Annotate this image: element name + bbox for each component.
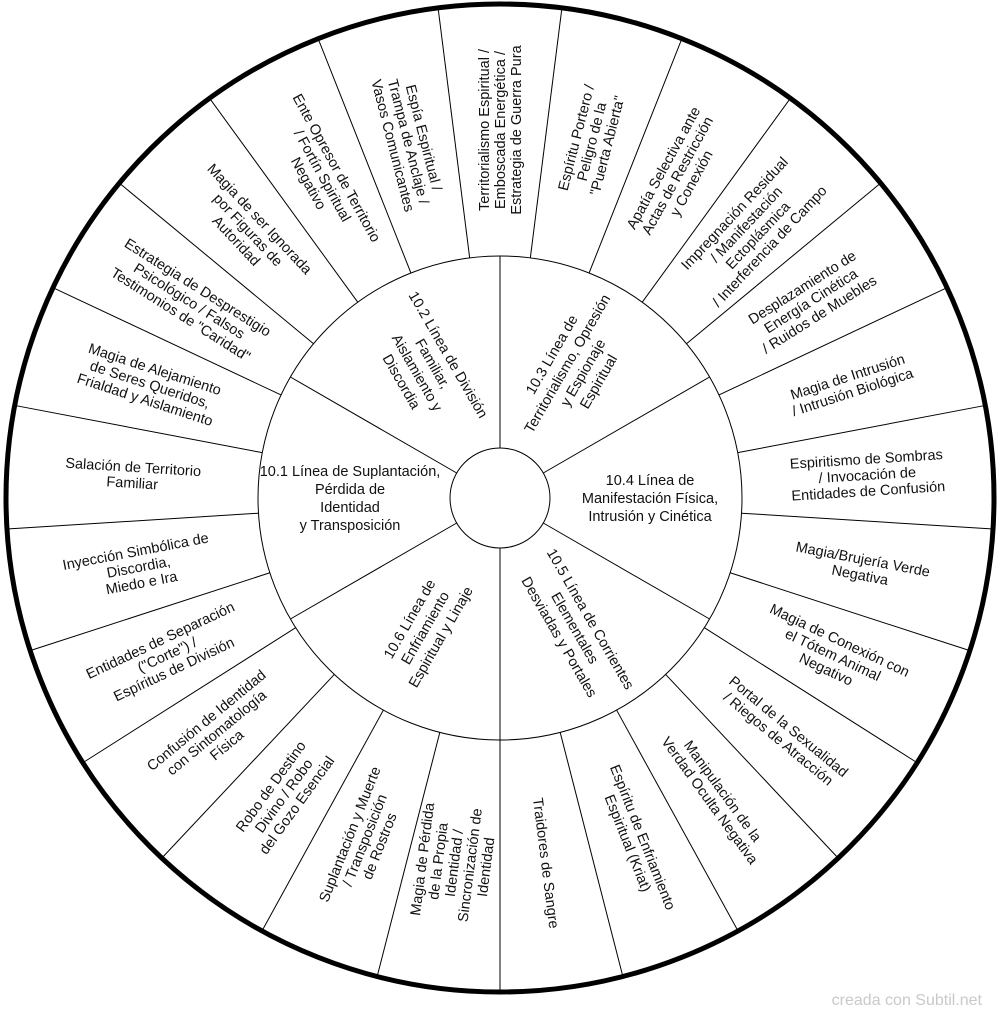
segment-label-line: Verdad Oculta Negativa (658, 734, 762, 868)
segment-divider (616, 709, 738, 930)
segment-label: Territorialismo Espiritual /Emboscada En… (477, 44, 525, 214)
segment-divider (529, 9, 563, 258)
segment-divider (559, 732, 623, 975)
segment-divider (262, 709, 384, 930)
segment-divider (737, 405, 984, 454)
segment-label-line: Familiar (106, 474, 159, 493)
section-label-line: Pérdida de (315, 482, 385, 498)
segment-label-line: Territorialismo Espiritual / (477, 48, 493, 211)
segment-divider (665, 674, 838, 857)
section-divider (290, 376, 457, 474)
section-label-line: Identidad (320, 500, 380, 516)
segment-divider (8, 512, 259, 530)
segment-label: Portal de la Sexualidad/ Riegos de Atrac… (720, 673, 851, 790)
section-label-line: y Transposición (300, 518, 401, 534)
segment-label-line: Emboscada Energética / (493, 50, 509, 209)
section-divider (543, 376, 710, 474)
segment-divider (588, 40, 682, 274)
section-label: 10.2 Línea de DivisiónFamiliar,Aislamien… (379, 289, 491, 421)
segment-divider (730, 572, 969, 651)
section-label-line: 10.4 Línea de (606, 473, 695, 489)
segment-divider (31, 572, 270, 651)
segment-label-line: / Riegos de Atracción (720, 690, 836, 790)
segment-divider (120, 184, 314, 345)
segment-label-line: / Invocación de (818, 465, 916, 487)
segment-label-line: Identidad (475, 837, 498, 898)
segment-label-line: Portal de la Sexualidad (725, 673, 850, 780)
section-divider (543, 522, 710, 620)
segment-divider (84, 627, 296, 763)
segment-label: Espíritu Portero /Peligro de la"Puerta A… (556, 82, 629, 197)
segment-label: Traidores de Sangre (529, 797, 561, 930)
section-label: 10.5 Línea de CorrientesElementalesDesvi… (518, 546, 637, 700)
segment-divider (437, 9, 471, 258)
segment-divider (641, 99, 790, 303)
segment-divider (718, 288, 946, 396)
section-divider (290, 522, 457, 620)
section-label: 10.4 Línea de Manifestación Física, Intrus… (582, 473, 718, 525)
section-label-line: Intrusión y Cinética (588, 509, 712, 525)
segment-divider (741, 512, 992, 530)
segment-label-line: Traidores de Sangre (529, 797, 561, 930)
segment-divider (704, 627, 916, 763)
outer-ring (3, 1, 997, 995)
section-label: 10.1 Línea de Suplantación, Pérdida de Ide… (260, 464, 441, 534)
segment-divider (318, 40, 412, 274)
center-circle (449, 447, 551, 549)
segment-label-line: Estrategia de Guerra Pura (509, 44, 525, 214)
segment-label: Espiritismo de Sombras/ Invocación deEnt… (789, 447, 946, 505)
section-label-line: Manifestación Física, (582, 491, 718, 507)
segment-divider (377, 732, 441, 975)
segment-label-line: Entidades de Confusión (791, 479, 946, 505)
segment-label: Magia de Intrusión/ Intrusión Biológica (789, 352, 917, 420)
segment-divider (54, 288, 282, 396)
segment-divider (162, 674, 335, 857)
segment-divider (210, 99, 359, 303)
segment-divider (16, 405, 263, 454)
section-label-line: 10.1 Línea de Suplantación, (260, 464, 441, 480)
segment-divider (686, 184, 880, 345)
credit-text: creada con Subtil.net (831, 992, 982, 1009)
